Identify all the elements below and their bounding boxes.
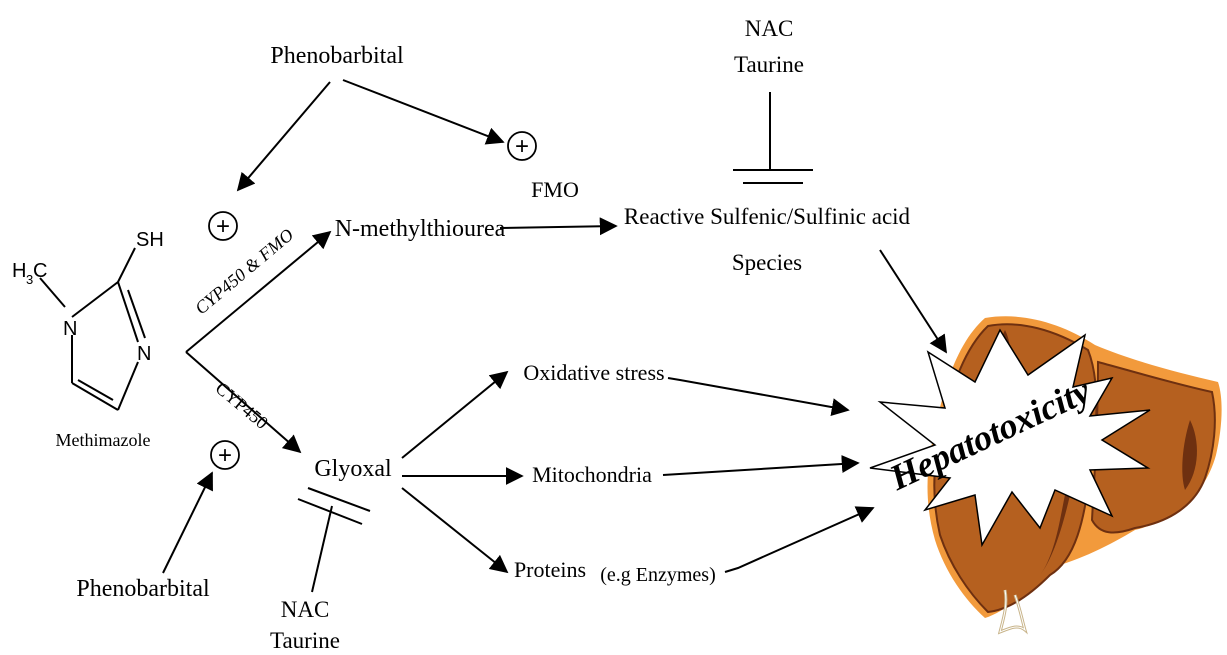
atom-h3c-h: H	[12, 260, 26, 282]
plus-circle-fmo: +	[507, 131, 537, 161]
arrow-methimazole-to-nmtu	[185, 230, 332, 353]
label-enzymes: (e.g Enzymes)	[600, 564, 716, 586]
arrow-reactive-to-hepato	[879, 249, 947, 354]
atom-h3c-sub: 3	[26, 272, 33, 287]
label-phenobarbital-bottom: Phenobarbital	[76, 576, 210, 602]
label-taurine-top: Taurine	[734, 52, 804, 77]
svg-text:+: +	[216, 213, 230, 240]
label-oxidative-stress: Oxidative stress	[523, 360, 664, 385]
label-cyp450: CYP450	[212, 378, 272, 433]
inhibition-bottom-stem	[311, 505, 333, 593]
arrow-pheno-to-plus-left	[236, 81, 331, 192]
atom-n1: N	[63, 318, 77, 340]
plus-circle-top-left: +	[208, 211, 238, 241]
arrow-nmtu-to-reactive	[499, 217, 618, 236]
label-mitochondria: Mitochondria	[532, 462, 652, 487]
label-phenobarbital-top: Phenobarbital	[270, 43, 404, 69]
label-reactive-species-1: Reactive Sulfenic/Sulfinic acid	[624, 204, 911, 229]
arrow-pheno-to-plus-fmo	[342, 79, 505, 145]
atom-h3c-c: C	[33, 260, 47, 282]
arrow-proteins-to-hepato	[724, 506, 875, 573]
arrow-pheno-to-plus-bottom	[162, 471, 213, 574]
label-glyoxal: Glyoxal	[314, 456, 392, 482]
arrow-glyoxal-to-proteins	[401, 487, 509, 574]
label-taurine-bottom: Taurine	[270, 628, 340, 653]
hepatotoxicity-starburst	[869, 328, 1151, 548]
svg-text:+: +	[218, 442, 232, 469]
arrow-methimazole-to-glyoxal	[185, 351, 302, 454]
arrow-glyoxal-to-oxidative	[401, 370, 509, 459]
label-n-methylthiourea: N-methylthiourea	[335, 216, 506, 242]
bile-duct-inner	[999, 589, 1026, 633]
atom-n2: N	[137, 343, 151, 365]
label-nac-top: NAC	[745, 16, 794, 41]
plus-circle-bottom-left: +	[210, 440, 240, 470]
arrow-mitochondria-to-hepato	[662, 455, 860, 476]
label-proteins: Proteins	[514, 557, 586, 582]
connectors	[162, 79, 947, 593]
inhibition-bottom-bar1	[307, 487, 371, 512]
svg-text:+: +	[515, 133, 529, 160]
label-fmo: FMO	[531, 177, 579, 202]
methimazole-label: Methimazole	[56, 430, 151, 450]
methimazole-structure	[39, 247, 146, 411]
label-reactive-species-2: Species	[732, 250, 802, 275]
atom-sh: SH	[136, 229, 164, 251]
liver-shadow-right	[1182, 420, 1197, 490]
label-nac-bottom: NAC	[281, 597, 330, 622]
arrow-oxidative-to-hepato	[667, 377, 850, 417]
